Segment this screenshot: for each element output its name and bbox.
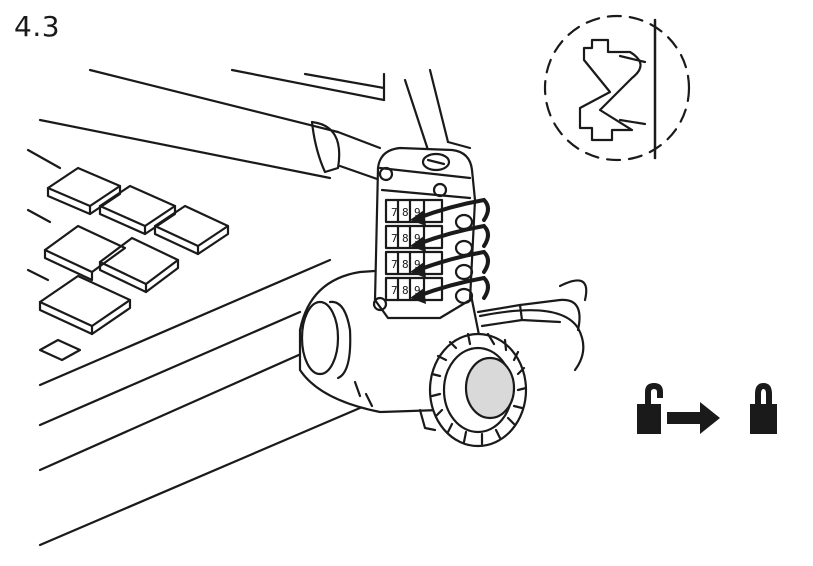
dial-digit: 9 (414, 232, 421, 245)
dial-digit: 9 (414, 258, 421, 271)
dial-digit: 8 (402, 258, 409, 271)
rotation-arrowheads (410, 210, 426, 304)
unlocked-padlock-icon (637, 383, 663, 434)
dial-digit: 8 (402, 284, 409, 297)
dial-digit: 9 (414, 284, 421, 297)
dial-digit: 9 (414, 206, 421, 219)
knurled-knob (428, 332, 528, 448)
cable (476, 298, 581, 332)
keyboard-keys (26, 148, 230, 362)
dial-digits: 7 8 9 7 8 9 7 8 9 7 8 9 (391, 206, 421, 297)
dial-digit: 7 (391, 284, 398, 297)
dial-digit: 8 (402, 206, 409, 219)
dial-digit: 7 (391, 258, 398, 271)
locked-padlock-icon (750, 383, 777, 434)
laptop-body (38, 68, 588, 547)
dial-digit: 7 (391, 206, 398, 219)
dial-digit: 8 (402, 232, 409, 245)
detail-callout (543, 14, 691, 162)
rotation-arrows (416, 197, 490, 300)
right-arrow-icon (667, 402, 720, 434)
step-number: 4.3 (14, 10, 61, 43)
dial-digit: 7 (391, 232, 398, 245)
